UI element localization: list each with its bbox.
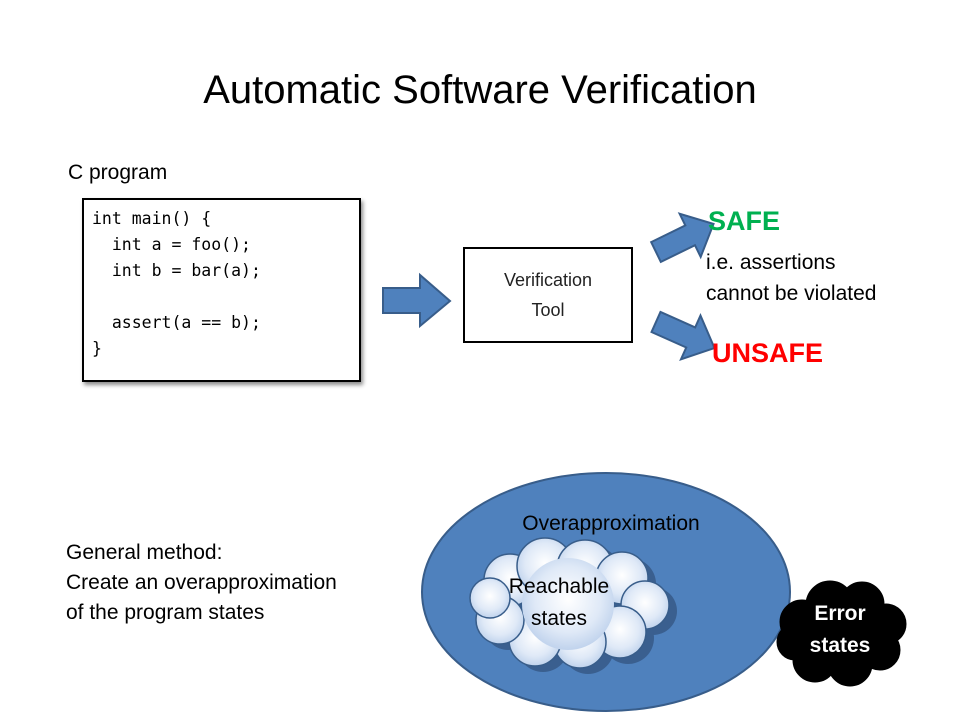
arrow-to-tool-icon [382,272,452,329]
arrow-to-safe-icon [649,212,715,264]
reachable-cloud-icon [469,537,677,674]
tool-label-line1: Verification [503,270,593,290]
unsafe-label: UNSAFE [712,338,824,368]
error-states-label: Error states [780,598,900,662]
arrow-to-unsafe-icon [650,310,716,362]
code-box: int main() { int a = foo(); int b = bar(… [82,198,361,382]
code-line: int a = foo(); [92,235,251,254]
error-line2: states [809,634,871,657]
code-line: int b = bar(a); [92,261,261,280]
method-line3: of the program states [66,601,265,624]
reachable-line1: Reachable [508,575,610,598]
error-cloud-icon [776,580,907,687]
program-label: C program [68,161,168,184]
error-line1: Error [814,602,866,625]
code-listing: int main() { int a = foo(); int b = bar(… [84,200,359,362]
general-method-text: General method: Create an overapproximat… [66,538,337,628]
method-line1: General method: [66,541,223,564]
slide-title: Automatic Software Verification [203,68,757,112]
reachable-states-label: Reachable states [484,571,634,635]
code-line: assert(a == b); [92,313,261,332]
tool-label-line2: Tool [531,300,565,320]
safe-label: SAFE [708,206,781,236]
code-line: int main() { [92,209,212,228]
reachable-line2: states [530,607,588,630]
verification-tool-box: Verification Tool [463,247,633,343]
code-line: } [92,339,102,358]
method-line2: Create an overapproximation [66,571,337,594]
overapproximation-label: Overapproximation [522,512,700,535]
safe-note-line2: cannot be violated [706,282,877,305]
safe-note-line1: i.e. assertions [706,251,836,274]
safe-explanation: i.e. assertions cannot be violated [706,247,876,309]
